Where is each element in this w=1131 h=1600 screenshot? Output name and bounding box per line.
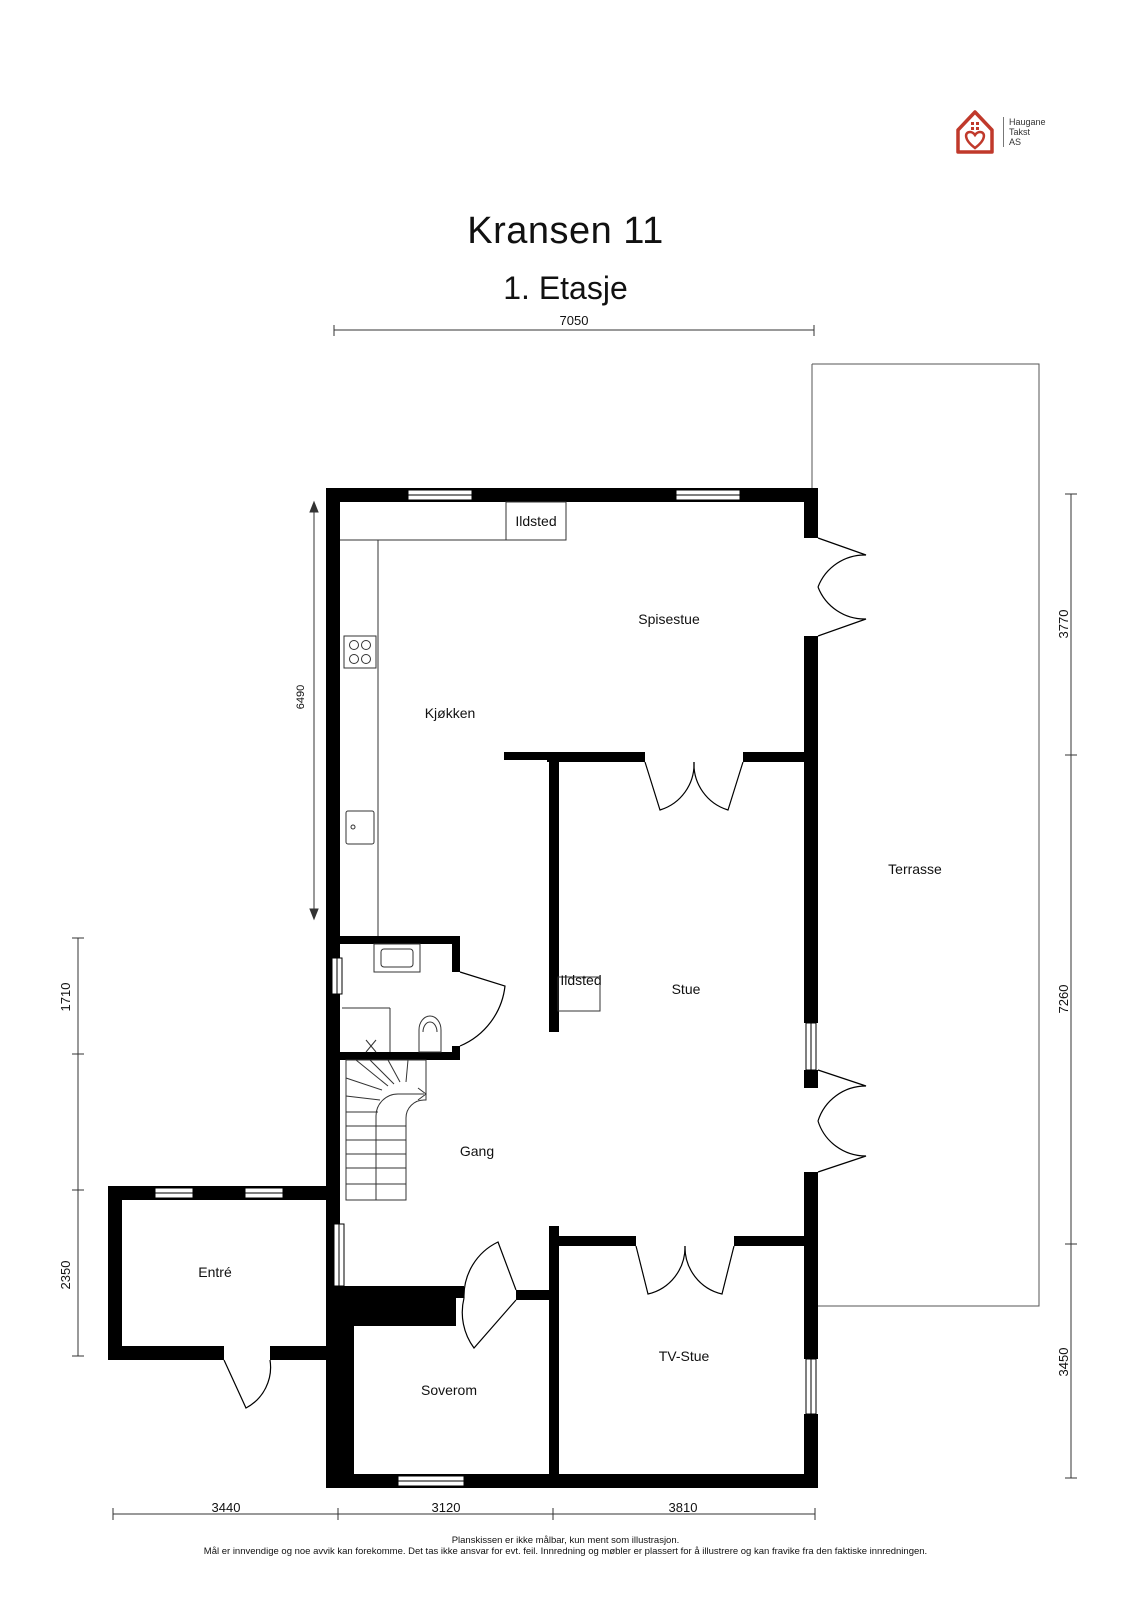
floor-subtitle: 1. Etasje xyxy=(503,270,628,306)
disclaimer-line-1: Planskissen er ikke målbar, kun ment som… xyxy=(451,1535,680,1546)
label-tv-stue: TV-Stue xyxy=(659,1348,710,1364)
label-spisestue: Spisestue xyxy=(638,611,700,627)
dim-left-upper: 1710 xyxy=(58,983,73,1012)
company-logo: Haugane Takst AS xyxy=(955,108,1046,156)
logo-line-1: Haugane xyxy=(1009,117,1046,127)
dim-right-middle: 7260 xyxy=(1056,985,1071,1014)
dim-bottom-right: 3810 xyxy=(669,1500,698,1515)
logo-line-3: AS xyxy=(1009,137,1022,147)
terrace-outline xyxy=(811,363,1040,1307)
fixtures xyxy=(340,501,601,1053)
dim-top: 7050 xyxy=(560,313,589,328)
dim-bottom-left: 3440 xyxy=(212,1500,241,1515)
page-title: Kransen 11 xyxy=(467,210,664,252)
dimension-lines xyxy=(72,325,1077,1520)
windows xyxy=(154,489,817,1487)
label-terrasse: Terrasse xyxy=(888,861,942,877)
dim-right-upper: 3770 xyxy=(1056,610,1071,639)
logo-line-2: Takst xyxy=(1009,127,1031,137)
house-heart-icon xyxy=(956,110,994,154)
doors xyxy=(223,537,867,1409)
room-labels: Ildsted Spisestue Kjøkken Terrasse Ildst… xyxy=(198,513,942,1398)
dim-bottom-middle: 3120 xyxy=(432,1500,461,1515)
label-kjokken: Kjøkken xyxy=(425,705,476,721)
label-stue: Stue xyxy=(672,981,701,997)
dimension-labels: 7050 6490 1710 2350 3770 7260 3450 3440 … xyxy=(58,313,1071,1515)
dim-kitchen-vertical: 6490 xyxy=(295,685,307,709)
dim-right-lower: 3450 xyxy=(1056,1348,1071,1377)
label-soverom: Soverom xyxy=(421,1382,477,1398)
disclaimer-line-2: Mål er innvendige og noe avvik kan forek… xyxy=(203,1546,928,1557)
label-ildsted-top: Ildsted xyxy=(515,513,556,529)
label-entre: Entré xyxy=(198,1264,232,1280)
disclaimer: Planskissen er ikke målbar, kun ment som… xyxy=(0,1535,1131,1557)
logo-text: Haugane Takst AS xyxy=(1003,117,1046,147)
dim-left-lower: 2350 xyxy=(58,1261,73,1290)
label-gang: Gang xyxy=(460,1143,494,1159)
walls xyxy=(108,488,818,1488)
label-ildsted-stue: Ildsted xyxy=(560,972,601,988)
staircase xyxy=(345,1059,427,1201)
